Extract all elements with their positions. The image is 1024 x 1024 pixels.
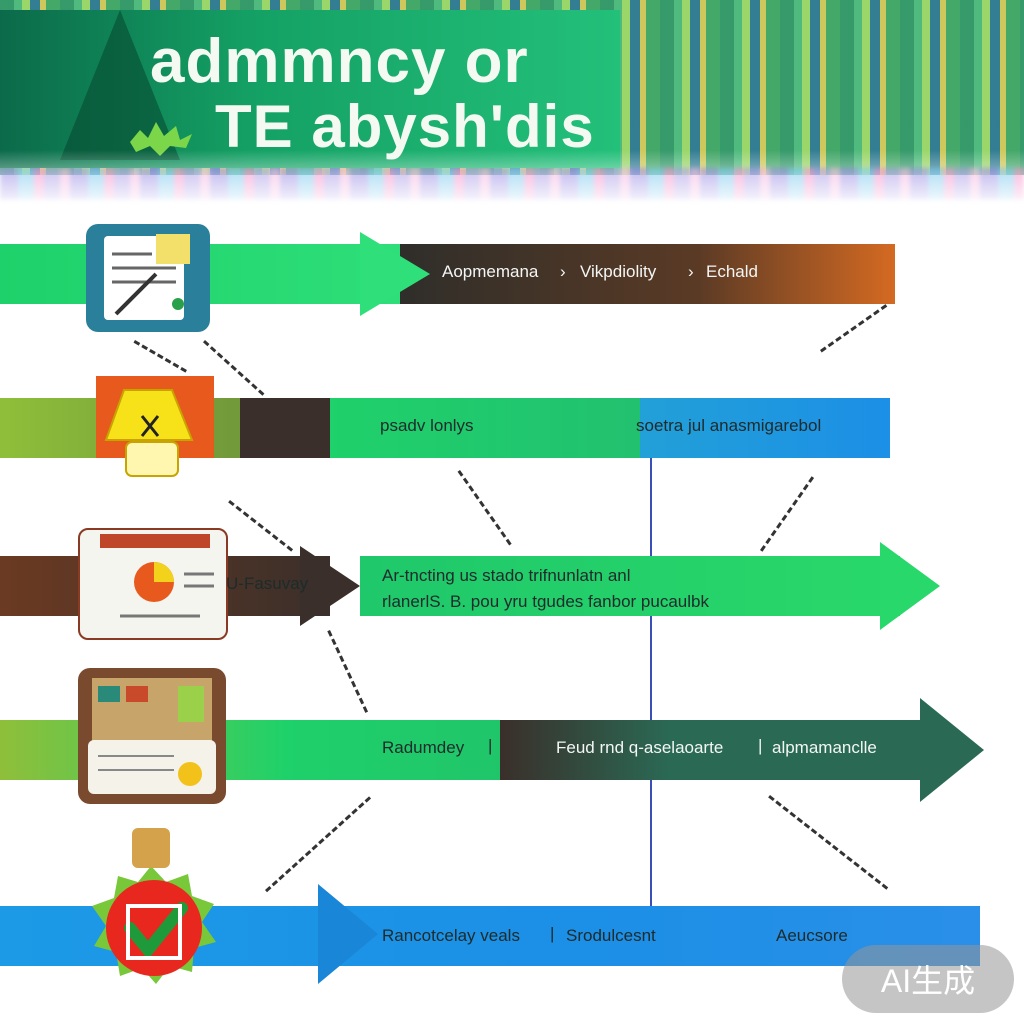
row-3-arrowhead-dark: [300, 546, 360, 626]
vertical-guide-line: [650, 440, 652, 910]
printer-icon: [78, 528, 228, 640]
row-4-label-1: Radumdey: [382, 738, 465, 757]
document-icon: [86, 224, 210, 332]
page-title-line1: admmncy or: [150, 27, 529, 96]
row-2-label-2: soetra jul anasmigarebol: [636, 416, 822, 435]
row-5-label-3: Aeucsore: [776, 926, 848, 945]
row-2-segment-blue: [640, 398, 890, 458]
dashed-connector: [265, 796, 372, 893]
row-4-label-2: Feud rnd q-aselaoarte: [556, 738, 724, 757]
row-5-separator: |: [550, 924, 555, 943]
row-1-separator: ›: [688, 262, 694, 281]
header-fade: [0, 150, 1024, 230]
row-5-arrowhead: [318, 884, 378, 984]
row-1-arrowhead: [360, 232, 430, 316]
dashed-connector: [133, 340, 187, 373]
row-1-label-2: Vikpdiolity: [580, 262, 657, 281]
dashed-connector: [820, 304, 888, 353]
row-2-label-1: psadv lonlys: [380, 416, 474, 435]
dashed-connector: [768, 795, 889, 890]
row-2-segment-green: [330, 398, 650, 458]
row-3-label-3: rlanerlS. B. pou yru tgudes fanbor pucau…: [382, 592, 709, 611]
row-1-label-3: Echald: [706, 262, 758, 281]
row-1-separator: ›: [560, 262, 566, 281]
lamp-icon: [96, 376, 214, 477]
row-5-label-1: Rancotcelay veals: [382, 926, 520, 945]
dashed-connector: [457, 470, 512, 546]
splatter-icon: [130, 122, 192, 156]
dashed-connector: [228, 500, 294, 552]
row-4-separator: |: [758, 736, 763, 755]
row-1-label-1: Aopmemana: [442, 262, 539, 281]
row-3-arrowhead-green: [880, 542, 940, 630]
row-4-separator: |: [488, 736, 493, 755]
dashed-connector: [327, 630, 369, 713]
checkmark-badge-icon: [66, 822, 236, 1006]
ai-generated-badge: AI生成: [842, 945, 1014, 1013]
row-3-label-2: Ar-tncting us stado trifnunlatn anl: [382, 566, 631, 585]
row-5-label-2: Srodulcesnt: [566, 926, 656, 945]
row-4-segment-teal: [500, 720, 930, 780]
row-3-segment-green: [360, 556, 900, 616]
dashed-connector: [760, 476, 815, 552]
row-3-label-1: U-Fasuvay: [226, 574, 309, 593]
archive-icon: [78, 668, 226, 804]
row-1-segment-green: [0, 244, 430, 304]
row-4-label-3: alpmamanclle: [772, 738, 877, 757]
page-title-line2: TE abysh'dis: [215, 93, 595, 160]
row-4-arrowhead: [920, 698, 984, 802]
header: admmncy or TE abysh'dis: [0, 0, 1024, 230]
row-1-segment-dark: [400, 244, 895, 304]
